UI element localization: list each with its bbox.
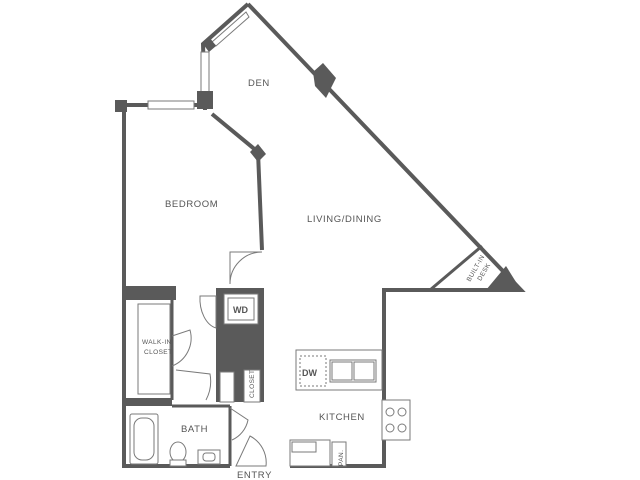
label-pantry: PAN.: [338, 450, 345, 466]
stove-burner-4: [397, 423, 407, 433]
label-closet-2: CLOSET: [144, 349, 172, 356]
desk-wall: [429, 244, 483, 292]
washer-dryer-inner: [227, 297, 255, 321]
stove-burner-3: [385, 423, 395, 433]
label-entry: ENTRY: [237, 470, 272, 480]
bathtub-inner: [133, 417, 155, 461]
pantry: [331, 441, 347, 467]
desk-corner-block: [486, 266, 521, 290]
bedroom-door: [229, 251, 263, 285]
toilet-tank: [169, 459, 187, 467]
bath-door-from-closet: [175, 369, 212, 401]
windows: [147, 11, 250, 110]
sink-right-basin: [353, 361, 375, 381]
walk-in-closet-shelf: [137, 303, 171, 395]
dishwasher: [299, 355, 327, 387]
label-den: DEN: [248, 78, 270, 89]
fixtures: [129, 293, 411, 467]
label-closet: CLOSET: [249, 370, 256, 398]
closet-top-block: [124, 286, 176, 300]
doors: [171, 251, 267, 467]
stove: [381, 399, 411, 441]
bedroom-outer-wall: [122, 103, 230, 468]
label-kitchen: KITCHEN: [319, 412, 365, 423]
stove-burner-2: [397, 407, 407, 417]
label-dw: DW: [302, 368, 317, 378]
bath-top-block: [124, 398, 172, 406]
bedroom-window: [147, 100, 195, 110]
label-wd: WD: [233, 305, 248, 315]
column-den-top: [203, 38, 216, 52]
sink-left-basin: [331, 361, 353, 381]
label-walk-in: WALK-IN: [142, 339, 172, 346]
interior-walls: [170, 244, 483, 466]
stove-burner-1: [385, 407, 395, 417]
vanity-sink: [202, 452, 216, 462]
diagonal-east-wall: [246, 2, 526, 468]
column-nw: [115, 100, 127, 112]
toilet: [169, 441, 187, 463]
closet-shelf: [219, 371, 235, 403]
wd-door: [199, 295, 217, 329]
label-living-dining: LIVING/DINING: [307, 214, 382, 225]
bath-door: [229, 407, 249, 441]
label-bath: BATH: [181, 424, 208, 435]
label-bedroom: BEDROOM: [165, 199, 218, 210]
closet-interior: [243, 369, 261, 403]
column-east: [313, 63, 336, 98]
den-window: [200, 51, 210, 95]
entry-door: [235, 435, 267, 467]
bedroom-east-wall: [210, 112, 264, 251]
column-den: [197, 91, 213, 109]
walk-in-door: [171, 329, 192, 367]
column-bedroom: [250, 144, 266, 162]
fridge: [291, 441, 317, 453]
